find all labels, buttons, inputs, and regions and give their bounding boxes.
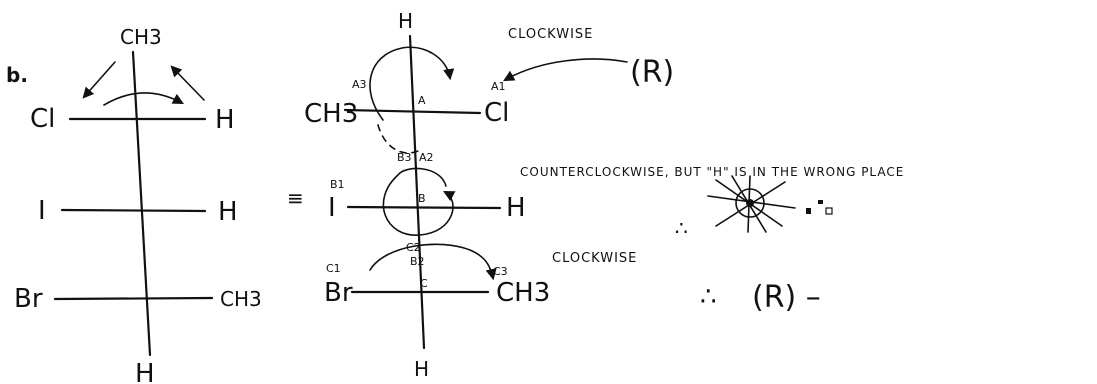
left-bond-row2 [60, 208, 207, 213]
note-therefore-1: ∴ [675, 216, 688, 240]
left-bottom-group: H [135, 359, 155, 384]
left-row3-left: Br [14, 284, 43, 314]
left-row2-left: I [38, 196, 46, 226]
middle-bond-row2 [346, 205, 502, 210]
arrow-a-clockwise [369, 46, 455, 121]
arrow-a-dashed [377, 124, 421, 154]
priority-a2: A2 [419, 151, 434, 164]
equivalence-symbol: ≡ [287, 186, 304, 210]
left-row2-right: H [218, 197, 238, 227]
left-row3-right: CH3 [220, 287, 262, 311]
arrow-r-to-center [503, 58, 628, 82]
arrow-ch3-to-cl [82, 61, 116, 99]
priority-c2: C2 [406, 241, 421, 254]
middle-fischer-projection: H H CH3 Cl A I H B Br CH3 C A1 A2 A3 B1 … [304, 9, 550, 381]
left-row1-left: Cl [30, 104, 55, 134]
note-clockwise-top: CLOCKWISE [508, 27, 593, 42]
middle-bond-row1 [343, 108, 482, 115]
priority-c1: C1 [326, 262, 341, 275]
middle-row3-right: CH3 [496, 278, 550, 308]
middle-row1-right: Cl [484, 98, 509, 128]
middle-row2-left: I [328, 193, 336, 223]
part-label: b. [6, 63, 28, 87]
arrow-cl-to-h [103, 92, 184, 106]
note-counterclockwise: COUNTERCLOCKWISE, BUT "H" IS IN THE WRON… [520, 165, 904, 179]
arrow-c-clockwise [369, 243, 497, 281]
priority-a3: A3 [352, 78, 367, 91]
middle-row3-center: C [420, 277, 428, 290]
left-bond-row3 [53, 296, 214, 301]
arrow-h-to-ch3 [170, 65, 205, 101]
left-vertical-bond [131, 50, 152, 357]
left-top-group: CH3 [120, 25, 162, 49]
note-r-top: (R) [630, 55, 674, 90]
left-row1-right: H [215, 105, 235, 135]
priority-b2: B2 [410, 255, 425, 268]
note-therefore-2: ∴ [700, 282, 717, 312]
middle-top-group: H [398, 9, 413, 33]
middle-row3-left: Br [324, 278, 353, 308]
arrow-b-counterclockwise [382, 167, 456, 236]
middle-row1-left: CH3 [304, 99, 358, 129]
priority-b1: B1 [330, 178, 345, 191]
middle-row2-right: H [506, 193, 526, 223]
middle-row1-center: A [418, 94, 426, 107]
note-clockwise-bottom: CLOCKWISE [552, 251, 637, 266]
priority-a1: A1 [491, 80, 506, 93]
priority-c3: C3 [493, 265, 508, 278]
rotation-sketch [707, 175, 833, 233]
note-r-bottom: (R) – [752, 280, 821, 315]
middle-bottom-group: H [414, 357, 429, 381]
middle-row2-center: B [418, 192, 426, 205]
annotations: CLOCKWISE (R) COUNTERCLOCKWISE, BUT "H" … [508, 27, 904, 315]
left-fischer-projection: CH3 H Cl H I H Br CH3 [14, 25, 262, 384]
middle-vertical-bond [408, 34, 426, 350]
priority-b3: B3 [397, 151, 412, 164]
